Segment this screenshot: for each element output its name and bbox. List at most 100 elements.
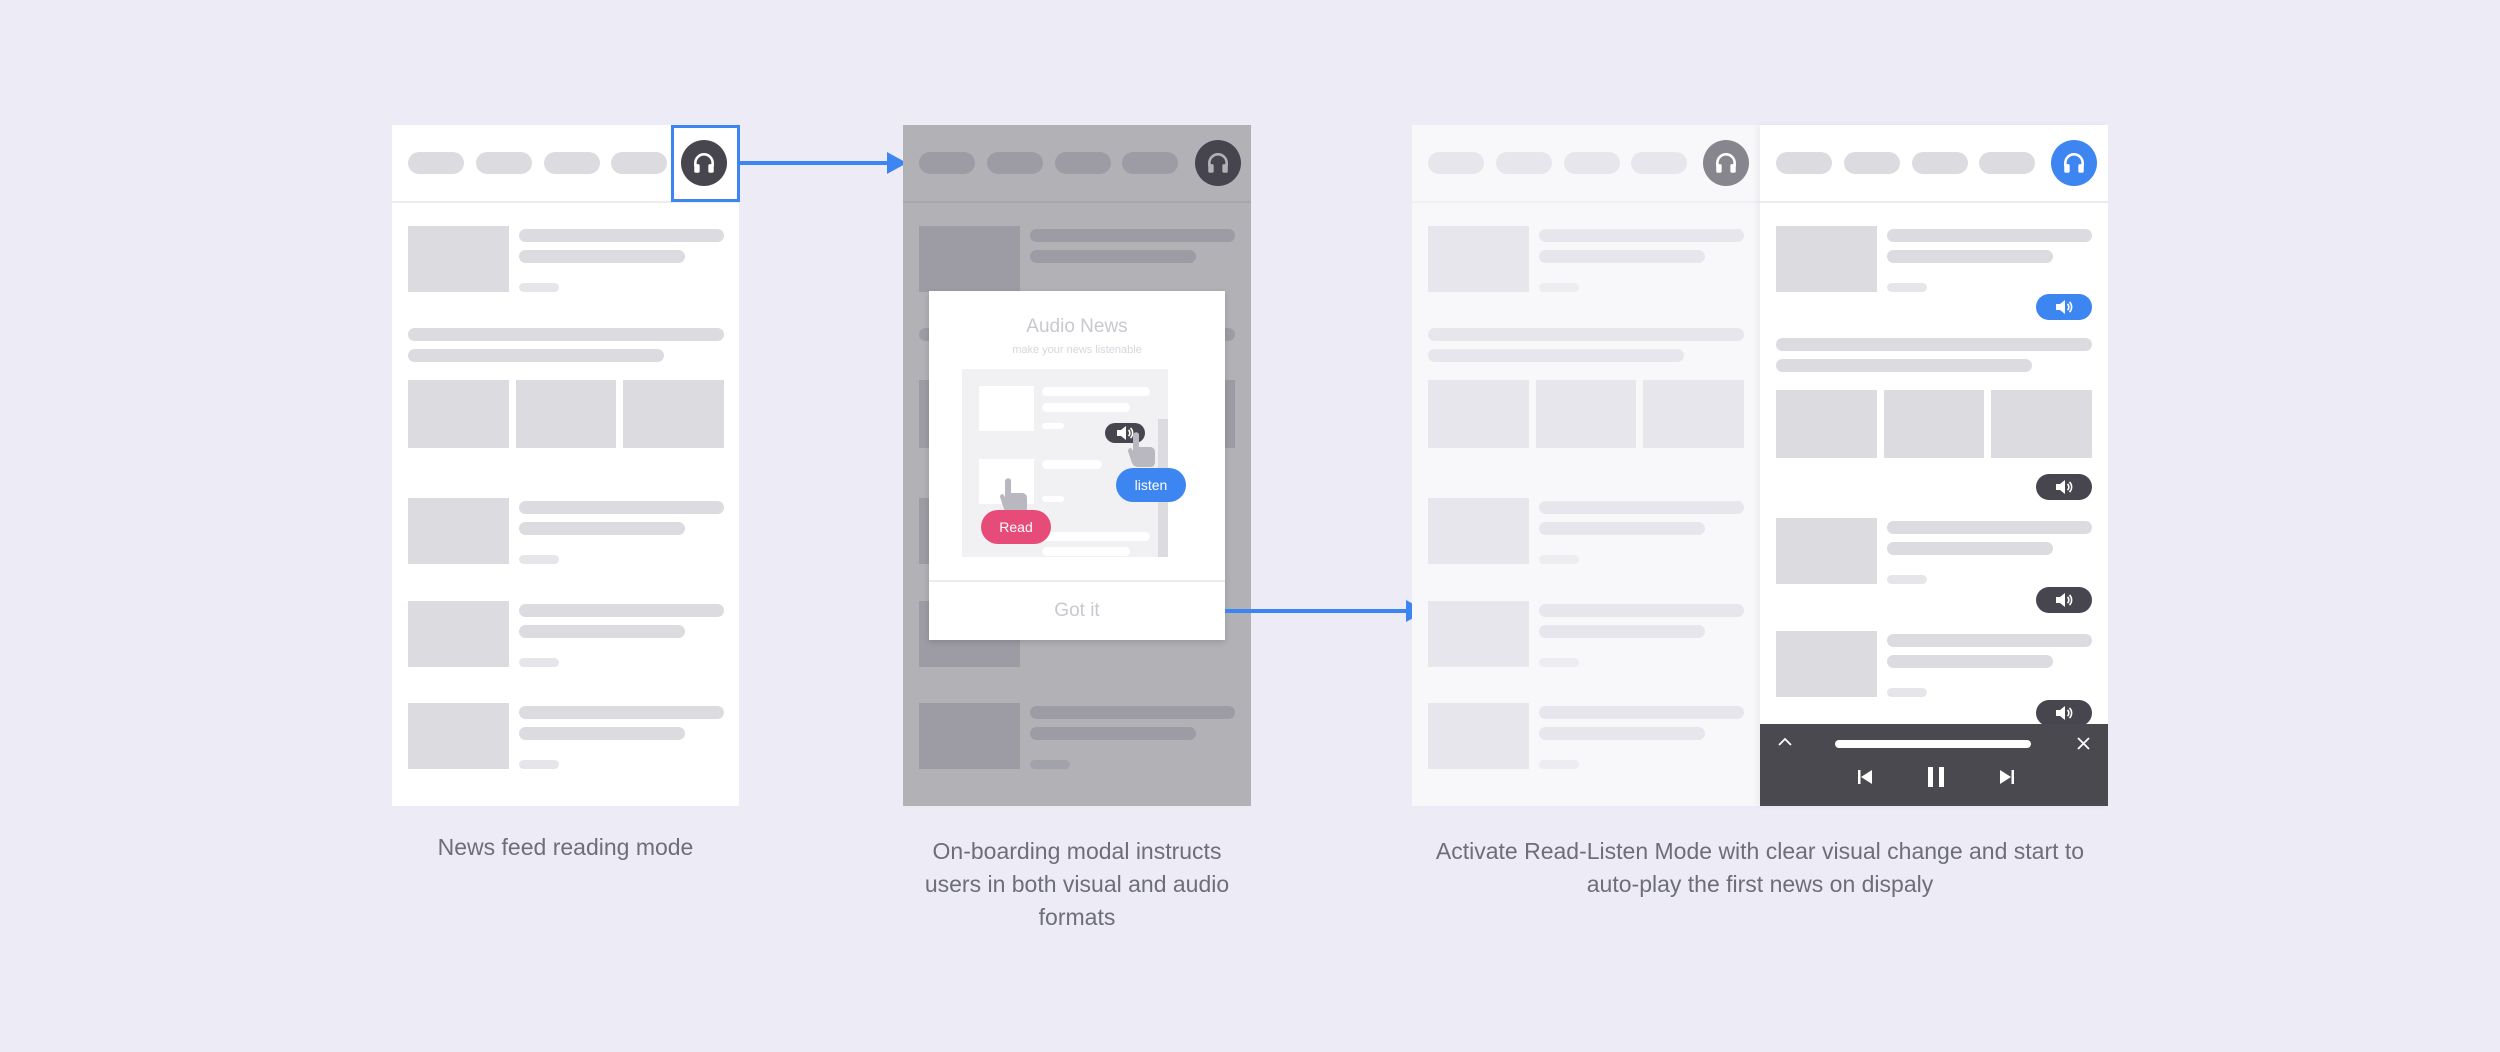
thumbnail-placeholder [408,380,509,448]
got-it-label: Got it [1054,600,1099,621]
progress-track[interactable] [1835,740,2031,748]
headline-placeholder [1776,359,2032,372]
flow-arrow [740,161,890,165]
thumbnail-placeholder [408,498,509,564]
speaker-button[interactable] [2036,700,2092,726]
nav-tab-placeholder[interactable] [1979,152,2035,174]
illustration-line [1042,496,1064,502]
headline-placeholder [1887,250,2053,263]
got-it-button[interactable]: Got it [929,580,1225,640]
thumbnail-placeholder [1776,518,1877,584]
caption-step1: News feed reading mode [392,831,739,864]
thumbnail-placeholder [1643,380,1744,448]
headline-placeholder [1539,229,1744,242]
speaker-icon [2054,705,2074,721]
headline-placeholder [1539,250,1705,263]
meta-placeholder [519,283,559,292]
skip-previous-icon[interactable] [1857,769,1873,785]
headline-placeholder [1539,522,1705,535]
headline-placeholder [1887,521,2092,534]
illustration-line [1042,547,1130,556]
thumbnail-placeholder [1776,226,1877,292]
headline-placeholder [1539,727,1705,740]
nav-tab-placeholder[interactable] [1844,152,1900,174]
nav-tab-placeholder[interactable] [1496,152,1552,174]
chevron-up-icon[interactable] [1776,736,1794,748]
headline-placeholder [519,625,685,638]
headline-placeholder [519,229,724,242]
phone-faded-feed [1412,125,1760,806]
caption-text: News feed reading mode [438,834,694,860]
nav-tab-placeholder[interactable] [1428,152,1484,174]
headline-placeholder [408,349,664,362]
thumbnail-placeholder [1884,390,1984,458]
meta-placeholder [1539,760,1579,769]
header-divider [1412,201,1760,203]
modal-subtitle: make your news listenable [929,344,1225,356]
headphones-icon [2061,150,2087,176]
illustration-line [1042,403,1130,412]
thumbnail-placeholder [1428,498,1529,564]
headline-placeholder [519,501,724,514]
speaker-icon [2054,592,2074,608]
headline-placeholder [519,250,685,263]
illustration-line [1042,460,1102,469]
nav-tab-placeholder[interactable] [1776,152,1832,174]
headline-placeholder [519,522,685,535]
listen-label-text: listen [1135,477,1168,493]
headline-placeholder [1539,706,1744,719]
meta-placeholder [519,658,559,667]
headline-placeholder [519,706,724,719]
thumbnail-placeholder [1428,601,1529,667]
skip-next-icon[interactable] [1999,769,2015,785]
nav-tab-placeholder[interactable] [544,152,600,174]
headline-placeholder [519,727,685,740]
speaker-icon [2054,299,2074,315]
meta-placeholder [1539,555,1579,564]
headline-placeholder [1887,634,2092,647]
pause-icon[interactable] [1926,766,1946,788]
thumbnail-placeholder [623,380,724,448]
thumbnail-placeholder [408,601,509,667]
speaker-button[interactable] [2036,474,2092,500]
thumbnail-placeholder [1991,390,2092,458]
headphones-button[interactable] [1703,140,1749,186]
highlight-frame [671,125,740,202]
headline-placeholder [1539,501,1744,514]
headphones-button-active[interactable] [2051,140,2097,186]
nav-tab-placeholder[interactable] [611,152,667,174]
thumbnail-placeholder [1776,390,1877,458]
illustration-line [1042,423,1064,429]
thumbnail-placeholder [1536,380,1636,448]
caption-line: On-boarding modal instructs [903,835,1251,868]
headphones-icon [1713,150,1739,176]
meta-placeholder [1887,575,1927,584]
caption-line: formats [903,901,1251,934]
caption-step3: Activate Read-Listen Mode with clear vis… [1402,835,2118,901]
speaker-button[interactable] [2036,587,2092,613]
meta-placeholder [1887,688,1927,697]
caption-line: users in both visual and audio [903,868,1251,901]
illustration-line [1042,387,1150,396]
speaker-button-playing[interactable] [2036,294,2092,320]
phone-listen-mode [1760,125,2108,806]
headline-placeholder [408,328,724,341]
nav-tab-placeholder[interactable] [1564,152,1620,174]
caption-line: Activate Read-Listen Mode with clear vis… [1402,835,2118,868]
meta-placeholder [1539,658,1579,667]
read-label: Read [981,510,1051,544]
illustration-thumb [979,386,1034,431]
close-icon[interactable] [2076,736,2091,751]
meta-placeholder [519,760,559,769]
nav-tab-placeholder[interactable] [1631,152,1687,174]
thumbnail-placeholder [408,703,509,769]
nav-tab-placeholder[interactable] [1912,152,1968,174]
thumbnail-placeholder [1428,380,1529,448]
nav-tab-placeholder[interactable] [408,152,464,174]
illustration-line [1042,532,1150,541]
headline-placeholder [1887,229,2092,242]
onboarding-modal: Audio News make your news listenable lis… [929,291,1225,640]
nav-tab-placeholder[interactable] [476,152,532,174]
caption-line: auto-play the first news on dispaly [1402,868,2118,901]
thumbnail-placeholder [1428,226,1529,292]
